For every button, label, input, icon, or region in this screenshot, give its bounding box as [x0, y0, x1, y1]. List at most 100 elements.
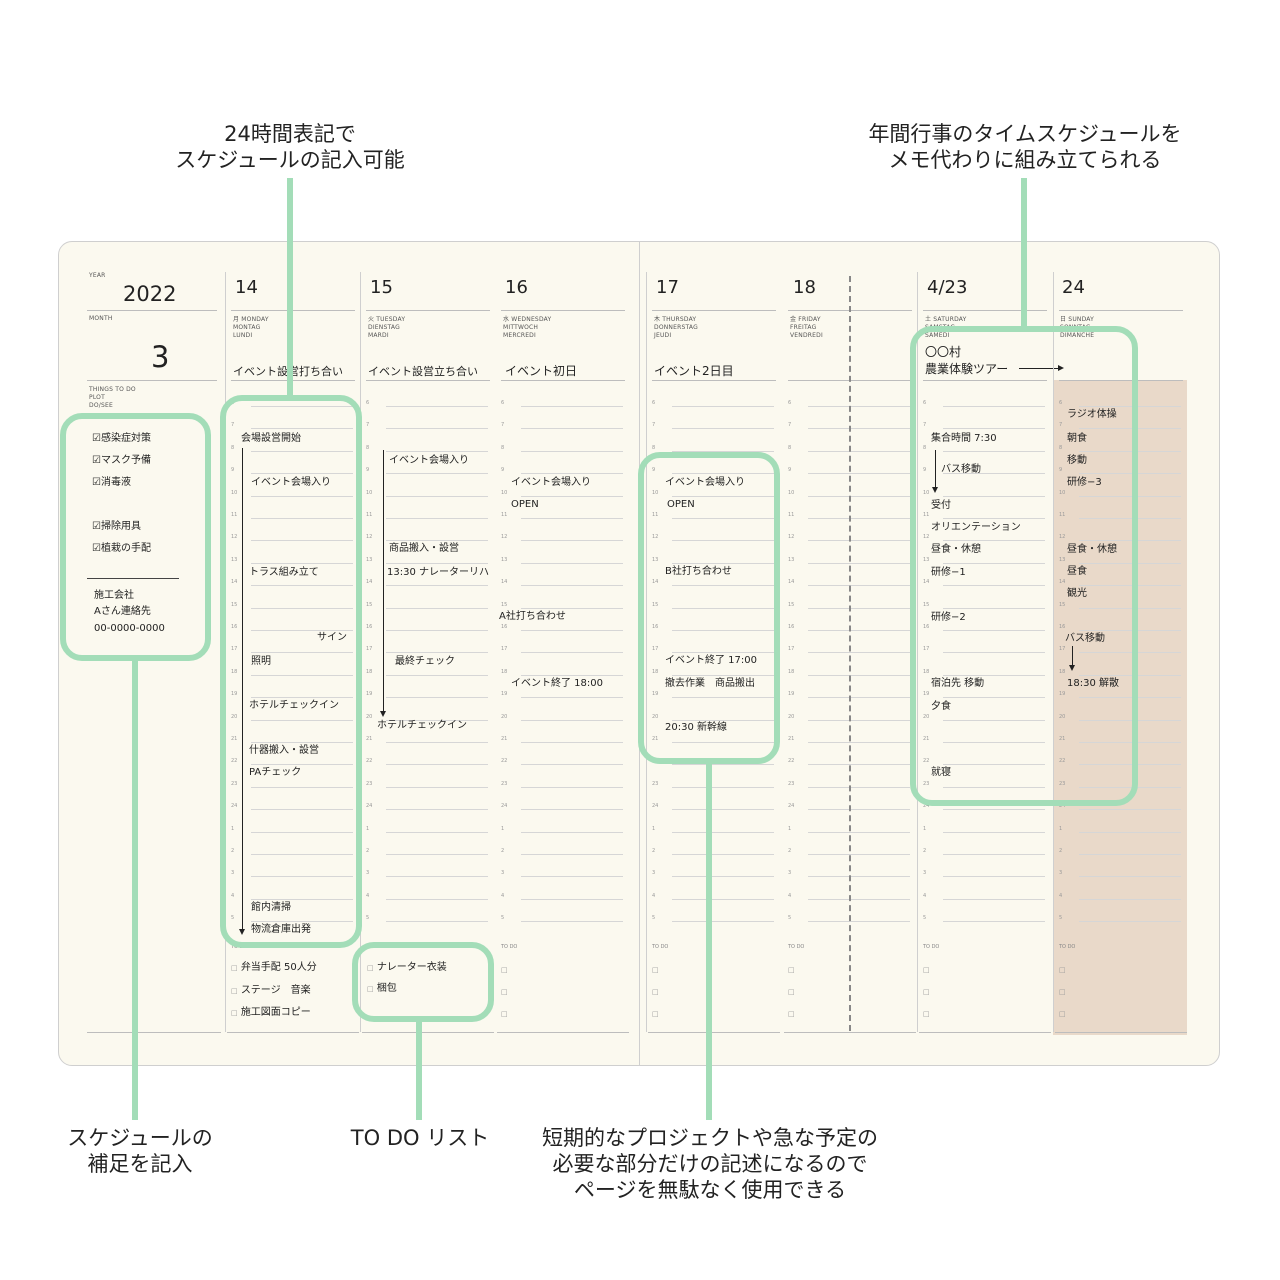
hour-line	[672, 518, 774, 519]
hour-number: 17	[1059, 646, 1066, 653]
todo-checkbox[interactable]: □	[788, 1010, 795, 1018]
entry: B社打ち合わせ	[665, 566, 732, 577]
hour-line	[672, 831, 774, 833]
hour-number: 11	[231, 512, 238, 518]
todo-checkbox[interactable]: □	[1059, 988, 1066, 996]
entry: バス移動	[1065, 633, 1105, 644]
hour-number: 18	[231, 668, 238, 675]
hour-line	[521, 831, 623, 833]
hour-number: 13	[923, 556, 930, 563]
caption-todo-list: TO DO リスト	[350, 1126, 490, 1150]
leader-line	[416, 1019, 422, 1120]
hour-line	[808, 473, 910, 475]
hour-line	[251, 697, 353, 699]
hour-line	[1079, 406, 1181, 407]
hour-line	[521, 809, 623, 811]
hour-number: 12	[501, 534, 508, 541]
hour-number: 15	[923, 601, 930, 608]
hour-number: 23	[652, 780, 659, 787]
hour-line	[521, 607, 623, 609]
entry: 照明	[251, 656, 271, 667]
todo-label: TO DO	[788, 944, 805, 950]
day-title: イベント2日目	[654, 364, 734, 378]
hour-number: 11	[1059, 512, 1066, 518]
todo-checkbox[interactable]: □	[652, 1010, 659, 1018]
hour-line	[521, 764, 623, 766]
hour-line	[943, 898, 1045, 900]
hour-line	[521, 473, 623, 475]
todo-checkbox[interactable]: □	[501, 1010, 508, 1018]
todo-checkbox[interactable]: □	[1059, 1010, 1066, 1018]
todo-checkbox[interactable]: □	[652, 988, 659, 996]
hour-number: 10	[366, 489, 373, 496]
hour-number: 4	[923, 892, 927, 899]
hour-number: 2	[231, 848, 235, 854]
hour-line	[251, 809, 353, 811]
header-rule	[923, 310, 1047, 311]
hour-number: 4	[788, 892, 792, 899]
hour-line	[808, 674, 910, 676]
hour-number: 23	[231, 780, 238, 787]
entry: 物流倉庫出発	[251, 924, 311, 935]
hour-number: 18	[652, 668, 659, 675]
arrow-down-icon	[380, 450, 386, 717]
hour-line	[1079, 518, 1181, 519]
hour-number: 19	[1059, 691, 1066, 698]
hour-line	[386, 652, 488, 654]
hour-number: 19	[501, 691, 508, 698]
hour-number: 2	[501, 848, 505, 854]
hour-number: 15	[788, 601, 795, 608]
todo-checkbox[interactable]: □	[1059, 966, 1066, 974]
entry: 商品搬入・設営	[389, 543, 459, 554]
hour-number: 17	[923, 646, 930, 653]
hour-number: 10	[231, 489, 238, 496]
hour-number: 18	[501, 668, 508, 675]
hour-line	[808, 607, 910, 609]
hour-line	[672, 764, 774, 766]
hour-number: 14	[231, 579, 238, 586]
todo-checkbox[interactable]: □	[788, 966, 795, 974]
todo-checkbox[interactable]: □	[501, 966, 508, 974]
hour-line	[521, 562, 623, 564]
hour-line	[808, 876, 910, 878]
arrow-down-icon	[1069, 646, 1075, 671]
hour-line	[943, 607, 1045, 609]
entry: 集合時間 7:30	[931, 433, 997, 444]
hour-line	[943, 786, 1045, 788]
hour-line	[386, 607, 488, 609]
hour-line	[943, 406, 1045, 407]
month-value: 3	[151, 340, 170, 374]
hour-line	[386, 450, 488, 452]
hour-line	[1079, 450, 1181, 452]
hour-line	[386, 540, 488, 542]
hour-number: 2	[923, 848, 927, 854]
hour-number: 18	[788, 668, 795, 675]
month-rule	[87, 380, 217, 381]
hour-line	[808, 809, 910, 811]
hour-number: 5	[923, 915, 927, 922]
leader-line	[132, 658, 138, 1120]
hour-line	[672, 428, 774, 430]
hour-line	[943, 518, 1045, 519]
arrow-down-icon	[932, 450, 938, 493]
hour-number: 16	[788, 624, 795, 630]
hour-number: 9	[231, 467, 235, 474]
hour-number: 5	[231, 915, 235, 922]
todo-checkbox[interactable]: □	[501, 988, 508, 996]
todo-checkbox[interactable]: □	[923, 988, 930, 996]
todo-checkbox[interactable]: □	[652, 966, 659, 974]
todo-checkbox[interactable]: □	[923, 966, 930, 974]
hour-line	[1079, 898, 1181, 900]
entry: イベント会場入り	[665, 477, 745, 488]
day-title: イベント初日	[505, 364, 578, 378]
todo-item: □ 梱包	[367, 983, 397, 994]
hour-line	[1079, 719, 1181, 721]
todo-checkbox[interactable]: □	[788, 988, 795, 996]
bottom-rule	[784, 1032, 916, 1033]
todo-checkbox[interactable]: □	[923, 1010, 930, 1018]
hour-line	[251, 742, 353, 743]
hour-line	[251, 786, 353, 788]
hour-line	[251, 562, 353, 564]
hour-line	[808, 786, 910, 788]
